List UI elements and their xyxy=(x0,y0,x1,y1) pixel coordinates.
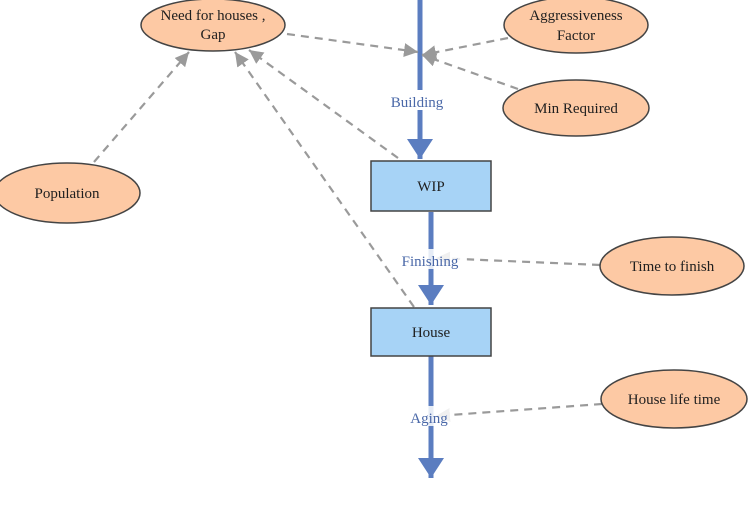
flow-building-label-bg xyxy=(384,90,454,110)
aux-min-required-ellipse xyxy=(502,79,650,137)
link-house-to-need xyxy=(234,51,415,308)
aux-population-label: Population xyxy=(34,186,100,202)
link-houselifetime-to-aging xyxy=(435,402,603,422)
flow-aging[interactable]: Aging xyxy=(405,406,453,427)
flow-finishing-label: Finishing xyxy=(402,254,459,270)
aux-need-for-houses-gap-label-line2: Gap xyxy=(201,27,226,43)
flow-finishing[interactable]: Finishing xyxy=(395,249,467,270)
aux-population-ellipse xyxy=(0,162,141,224)
aux-need-for-houses-gap-label-line1: Need for houses , xyxy=(161,8,266,24)
aux-time-to-finish-ellipse xyxy=(599,236,745,296)
aux-time-to-finish[interactable]: Time to finish xyxy=(599,236,745,296)
stock-wip[interactable]: WIP xyxy=(370,160,492,212)
aux-min-required-label: Min Required xyxy=(534,101,618,117)
link-wip-to-need xyxy=(248,49,399,159)
stock-wip-box xyxy=(370,160,492,212)
link-need-to-building xyxy=(286,32,419,58)
aux-aggressiveness-factor-ellipse xyxy=(503,0,649,54)
link-minrequired-to-building xyxy=(421,53,519,91)
stock-house[interactable]: House xyxy=(370,307,492,357)
flow-aging-label: Aging xyxy=(410,411,448,427)
stock-house-box xyxy=(370,307,492,357)
aux-need-for-houses-gap[interactable]: Need for houses , Gap xyxy=(140,0,286,52)
aux-time-to-finish-label: Time to finish xyxy=(630,259,715,275)
aux-house-life-time-ellipse xyxy=(600,369,748,429)
flow-aging-label-bg xyxy=(405,406,453,426)
aux-aggressiveness-factor[interactable]: Aggressiveness Factor xyxy=(503,0,649,54)
aux-aggressiveness-factor-label-line2: Factor xyxy=(557,28,595,44)
flow-building[interactable]: Building xyxy=(384,90,454,111)
link-aggressiveness-to-building xyxy=(421,36,509,60)
flow-finishing-label-bg xyxy=(395,249,467,269)
information-links xyxy=(93,32,603,422)
aux-population[interactable]: Population xyxy=(0,162,141,224)
aux-min-required[interactable]: Min Required xyxy=(502,79,650,137)
aux-house-life-time-label: House life time xyxy=(628,392,721,408)
link-population-to-need xyxy=(93,51,190,163)
stock-wip-label: WIP xyxy=(417,179,445,195)
aux-house-life-time[interactable]: House life time xyxy=(600,369,748,429)
aux-need-for-houses-gap-ellipse xyxy=(140,0,286,52)
aux-aggressiveness-factor-label-line1: Aggressiveness xyxy=(529,8,622,24)
stock-house-label: House xyxy=(412,325,451,341)
flow-building-label: Building xyxy=(391,95,444,111)
